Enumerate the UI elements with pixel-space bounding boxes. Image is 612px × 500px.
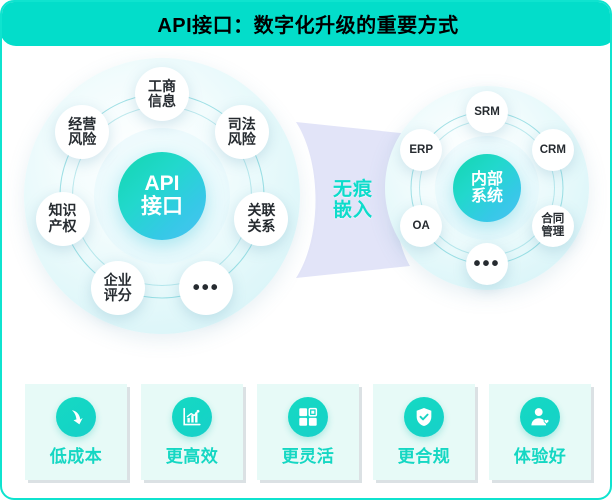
orbit-node-label: 信息 (148, 93, 176, 109)
orbit-node-label: 关系 (247, 217, 276, 234)
orbit-node-label: 经营 (68, 116, 97, 132)
internal-system-core-line1: 内部 (470, 170, 503, 188)
internal-system-core: 内部 系统 (453, 154, 521, 222)
orbit-node-qiye-pingfen[interactable]: 企业评分 (90, 260, 145, 315)
orbit-node-erp[interactable]: ERP (400, 129, 443, 171)
orbit-node-label: 企业 (103, 271, 132, 288)
orbit-node-crm[interactable]: CRM (531, 129, 574, 171)
grid-icon (288, 397, 328, 437)
orbit-node-label: 工商 (148, 77, 176, 94)
orbit-node-label: 风险 (68, 131, 97, 148)
shield-check-icon (404, 397, 444, 437)
api-core-line2: 接口 (141, 195, 183, 218)
benefit-card-低成本[interactable]: 低成本 (25, 384, 127, 480)
header-bar: API接口：数字化升级的重要方式 (2, 2, 610, 46)
orbit-node-label: 评分 (103, 286, 132, 303)
benefit-card-label: 更灵活 (281, 447, 335, 466)
internal-system-core-line2: 系统 (470, 188, 503, 205)
internal-system-orbit-group: 内部 系统 SRM CRM 合同管理 ••• OA ERP (385, 86, 589, 290)
orbit-node-label: ••• (473, 253, 501, 275)
benefit-card-更高效[interactable]: 更高效 (141, 384, 243, 480)
benefit-card-体验好[interactable]: 体验好 (489, 384, 591, 480)
benefit-card-label: 低成本 (49, 447, 103, 466)
orbit-node-label: SRM (474, 105, 500, 118)
orbit-node-label: OA (412, 219, 430, 232)
orbit-node-label: 关联 (247, 202, 276, 219)
orbit-node-label: ••• (192, 276, 220, 299)
api-core: API 接口 (118, 152, 206, 240)
orbit-node-label: 合同 (541, 213, 565, 226)
diagram-stage: 无痕 嵌入 API 接口 工商信息司法风险关联关系•••企业评分知识产权经营风险… (2, 48, 610, 378)
orbit-node-label: 风险 (227, 131, 256, 148)
orbit-node-sifa-fengxian[interactable]: 司法风险 (214, 105, 269, 160)
connector-label-line2: 嵌入 (332, 200, 373, 221)
benefit-card-label: 更合规 (397, 447, 451, 466)
benefit-card-更灵活[interactable]: 更灵活 (257, 384, 359, 480)
orbit-node-gongshang-xinxi[interactable]: 工商信息 (135, 67, 189, 121)
user-heart-icon (520, 397, 560, 437)
orbit-node-label: 产权 (48, 217, 77, 234)
connector-label-line1: 无痕 (332, 178, 373, 200)
benefit-card-label: 体验好 (513, 447, 567, 466)
api-orbit-group: API 接口 工商信息司法风险关联关系•••企业评分知识产权经营风险 (24, 58, 300, 334)
orbit-node-label: 司法 (227, 116, 256, 132)
benefit-card-更合规[interactable]: 更合规 (373, 384, 475, 480)
orbit-node-label: 知识 (48, 202, 77, 219)
bar-chart-icon (172, 397, 212, 437)
arrow-down-icon (56, 397, 96, 437)
orbit-node-ellipsis[interactable]: ••• (179, 260, 234, 315)
benefit-card-label: 更高效 (165, 447, 219, 466)
orbit-node-hetong-guanli[interactable]: 合同管理 (531, 205, 574, 247)
connector-ribbon: 无痕 嵌入 (294, 120, 412, 280)
orbit-node-guanlian-guanxi[interactable]: 关联关系 (234, 191, 289, 246)
orbit-node-srm[interactable]: SRM (466, 91, 508, 133)
api-core-line1: API (144, 172, 180, 196)
benefit-card-row: 低成本 更高效 更灵活 更合规 体验好 (2, 384, 610, 484)
orbit-node-label: ERP (409, 143, 433, 156)
orbit-node-label: 管理 (541, 226, 565, 238)
orbit-node-ellipsis[interactable]: ••• (466, 243, 508, 285)
orbit-node-zhishi-chanquan[interactable]: 知识产权 (35, 191, 90, 246)
connector-label: 无痕 嵌入 (294, 120, 412, 280)
page-title: API接口：数字化升级的重要方式 (157, 14, 459, 37)
orbit-node-label: CRM (539, 143, 566, 156)
orbit-node-oa[interactable]: OA (400, 205, 443, 247)
